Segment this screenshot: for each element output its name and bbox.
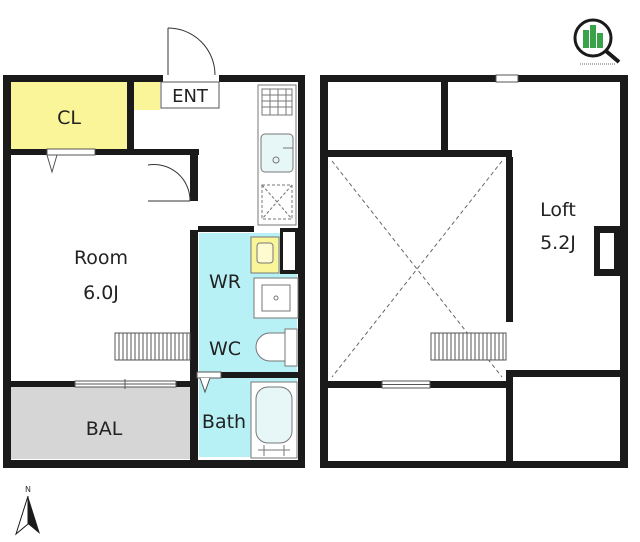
- balcony-label: BAL: [86, 418, 123, 440]
- room-label: Room: [74, 247, 128, 269]
- ent-label-box: [160, 81, 220, 109]
- toilet: [255, 328, 298, 367]
- ent-label: ENT: [172, 86, 209, 107]
- loft-inner-walls: [328, 82, 620, 468]
- north-arrow-icon: N: [15, 485, 40, 536]
- loft-plan: Loft 5.2J: [320, 74, 628, 468]
- north-label: N: [25, 485, 31, 494]
- closet-floor: [11, 82, 127, 152]
- company-logo-icon: [573, 18, 621, 65]
- washbasin: [250, 236, 280, 274]
- bathtub: [250, 381, 298, 459]
- kitchen-counter: [257, 84, 297, 226]
- room-door: [147, 164, 198, 230]
- outer-walls: [3, 75, 305, 468]
- loft-outer-walls: [320, 75, 628, 468]
- wc-label: WC: [209, 338, 241, 360]
- loft-niche: [600, 233, 614, 269]
- room-size: 6.0J: [83, 282, 119, 304]
- loft-top-window: [495, 74, 519, 83]
- wr-label: WR: [209, 271, 241, 293]
- loft-void-window: [381, 380, 431, 389]
- entrance-door: [167, 27, 216, 76]
- balcony-window: [74, 379, 177, 389]
- closet-label: CL: [57, 107, 81, 129]
- open-void: [331, 160, 503, 378]
- bath-label: Bath: [202, 411, 246, 433]
- balcony-floor: [11, 387, 190, 459]
- loft-stairs: [430, 332, 507, 361]
- entry-closet-floor: [134, 82, 160, 110]
- inner-walls: [11, 82, 298, 468]
- washing-machine: [253, 277, 299, 319]
- loft-label: Loft: [540, 199, 576, 221]
- bath-door: [196, 371, 222, 394]
- first-floor-plan: ENT CL Room 6.0J: [3, 27, 305, 468]
- room-stairs: [114, 332, 191, 361]
- closet-door: [46, 148, 96, 174]
- loft-size: 5.2J: [540, 232, 576, 254]
